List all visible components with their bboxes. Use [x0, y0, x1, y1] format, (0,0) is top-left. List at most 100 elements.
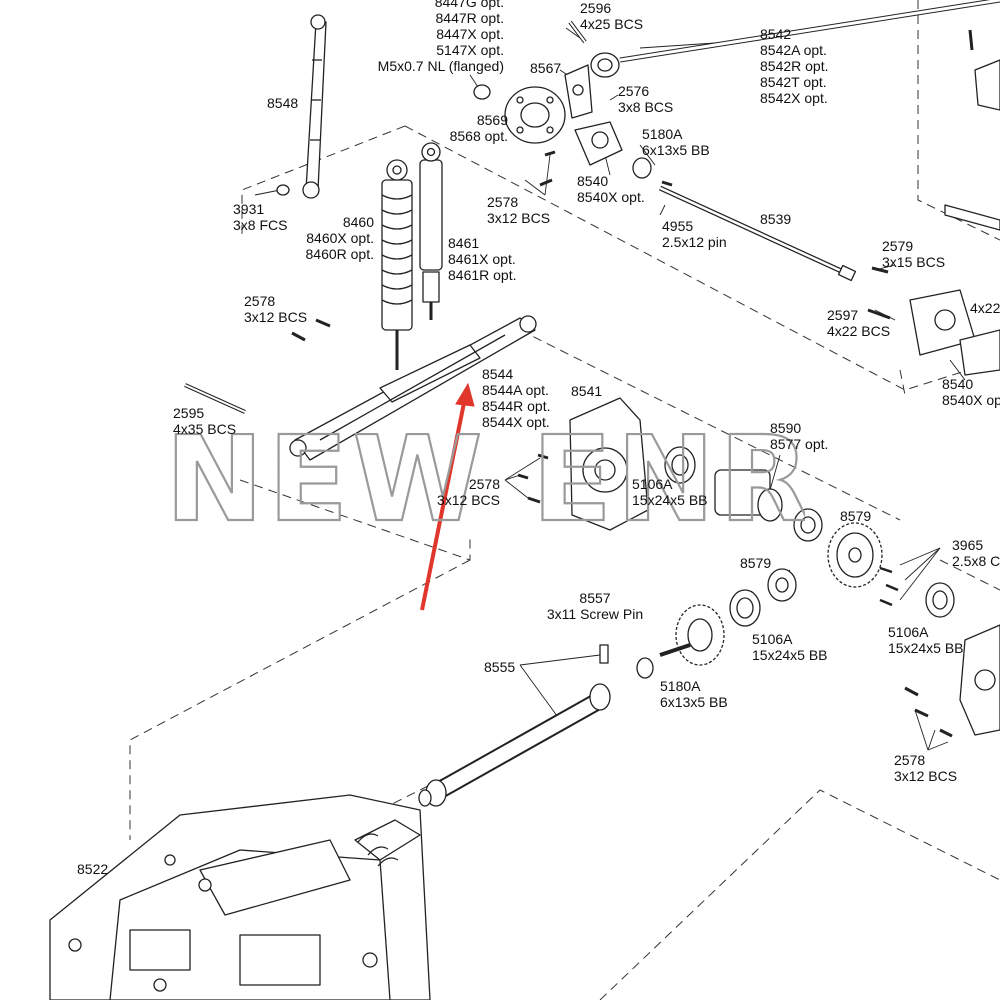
- callout-line: 15x24x5 BB: [752, 647, 828, 663]
- rail-right: [944, 204, 1000, 231]
- callout-line: 3x12 BCS: [894, 768, 958, 784]
- carrier-8540-right: [909, 289, 1000, 376]
- callout-4x22: 4x22: [970, 300, 1000, 316]
- bearing-5106a-c: [925, 582, 955, 618]
- shock-8460: [381, 159, 413, 370]
- callout-line: 8447G opt.: [434, 0, 504, 10]
- callout-line: 8567: [530, 60, 562, 76]
- callout-line: 8539: [760, 211, 792, 227]
- callout-line: 8522: [77, 861, 109, 877]
- callout-line: 8460X opt.: [306, 230, 374, 246]
- gear-8579-a: [793, 508, 823, 542]
- nut-8447: [473, 84, 491, 100]
- screws-2579-2597: [867, 266, 891, 320]
- callout-line: 8569: [476, 112, 508, 128]
- callout-line: 5106A: [752, 631, 793, 647]
- callout-line: 8541: [571, 383, 603, 399]
- driveshaft-8542: [590, 0, 1000, 78]
- chassis-8522: [49, 794, 431, 1000]
- callout-line: 8544: [482, 366, 514, 382]
- callout-line: 3965: [952, 537, 984, 553]
- callout-line: 8542R opt.: [760, 58, 829, 74]
- callout-line: 8447R opt.: [435, 10, 505, 26]
- callout-line: 3x12 BCS: [487, 210, 551, 226]
- callout-line: 5180A: [660, 678, 701, 694]
- screws-2578-arm: [291, 318, 331, 342]
- callout-line: 8461X opt.: [448, 251, 516, 267]
- callout-line: 8548: [267, 95, 299, 111]
- callout-8567: 8567: [530, 60, 561, 76]
- callout-line: 3x11 Screw Pin: [546, 606, 644, 622]
- callout-line: 4x22 BCS: [827, 323, 891, 339]
- callout-line: 3x12 BCS: [244, 309, 308, 325]
- callout-line: 2578: [487, 194, 519, 210]
- diff-gear-set: [659, 604, 725, 666]
- callout-8555: 8555: [484, 659, 515, 675]
- bearing-5106a-b: [729, 589, 761, 627]
- pin-2595: [184, 383, 246, 414]
- callout-line: 8461: [448, 235, 480, 251]
- shock-8461: [419, 142, 443, 320]
- callout-line: 8544X opt.: [482, 414, 550, 430]
- lower-arm-8544: [289, 315, 537, 461]
- callout-line: 8577 opt.: [770, 436, 829, 452]
- callout-line: 8540: [577, 173, 609, 189]
- knuckle-8567: [564, 64, 593, 119]
- callout-line: 8447X opt.: [436, 26, 504, 42]
- callout-line: 4x35 BCS: [173, 421, 237, 437]
- callout-line: 8460R opt.: [305, 246, 375, 262]
- callout-line: 2595: [173, 405, 205, 421]
- callout-line: 5180A: [642, 126, 683, 142]
- callout-line: 8568 opt.: [449, 128, 508, 144]
- screw-top-right: [968, 29, 974, 51]
- axle-8539: [658, 185, 857, 282]
- callout-line: 2596: [580, 0, 612, 16]
- callout-line: 3x8 BCS: [618, 99, 674, 115]
- callout-line: 2578: [468, 476, 500, 492]
- screws-2578-housing: [517, 453, 549, 504]
- callout-line: 2579: [882, 238, 914, 254]
- spur-gear-8579: [827, 522, 883, 588]
- callout-line: 4955: [662, 218, 694, 234]
- leader-lines: [117, 27, 966, 871]
- callout-line: 2576: [618, 83, 650, 99]
- callout-line: 3931: [233, 201, 265, 217]
- callout-line: 8542A opt.: [760, 42, 827, 58]
- diff-housing-8541: [569, 397, 649, 531]
- callout-line: 8579: [840, 508, 872, 524]
- callout-line: 8461R opt.: [448, 267, 517, 283]
- screw-3931: [276, 184, 290, 196]
- watermark-logo: NEW ENRON: [165, 432, 805, 532]
- callout-line: 8460: [342, 214, 374, 230]
- callout-line: 4x22: [970, 300, 1000, 316]
- callout-line: 8542X opt.: [760, 90, 828, 106]
- callout-8522: 8522: [77, 861, 108, 877]
- callout-line: 3x15 BCS: [882, 254, 946, 270]
- gear-8579-b: [767, 568, 797, 602]
- callout-line: 3x8 FCS: [233, 217, 288, 233]
- callout-line: 2.5x12 pin: [662, 234, 727, 250]
- callout-line: 2578: [894, 752, 926, 768]
- callout-line: 4x25 BCS: [580, 16, 644, 32]
- callout-line: 2597: [827, 307, 859, 323]
